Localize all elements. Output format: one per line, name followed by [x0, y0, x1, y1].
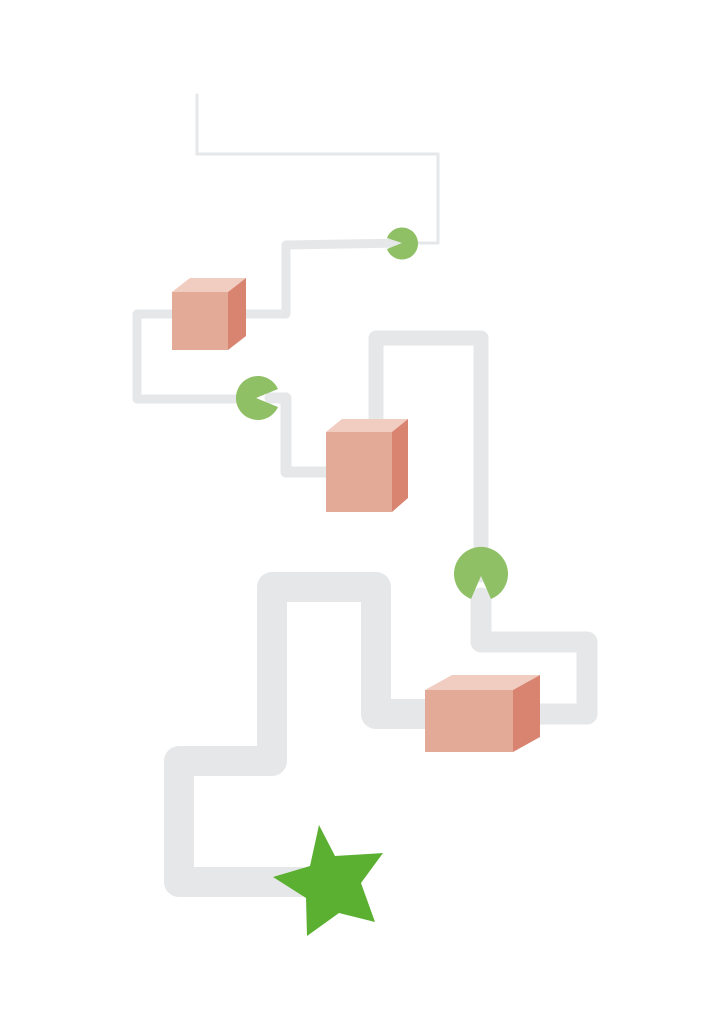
track-segment-5 — [368, 330, 489, 583]
block-1[interactable] — [172, 278, 246, 350]
block-2-top — [326, 419, 408, 432]
block-3[interactable] — [425, 675, 540, 752]
block-1-top — [172, 278, 246, 292]
chomper-2[interactable] — [235, 375, 278, 420]
block-2-side — [392, 419, 408, 512]
chomper-3[interactable] — [454, 546, 509, 599]
star-icon[interactable] — [273, 825, 383, 936]
block-1-front — [172, 292, 228, 350]
block-2-front — [326, 432, 392, 512]
track-segment-2 — [235, 238, 407, 319]
block-3-top — [425, 675, 540, 690]
track — [132, 93, 598, 897]
track-segment-7 — [164, 572, 443, 897]
block-1-side — [228, 278, 246, 350]
track-segment-6 — [470, 587, 598, 725]
chomper-1[interactable] — [387, 227, 419, 260]
track-segment-1 — [195, 93, 440, 245]
block-2[interactable] — [326, 419, 408, 512]
track-segment-3 — [132, 309, 258, 404]
track-segment-4 — [264, 392, 336, 478]
block-3-side — [513, 675, 540, 752]
block-3-front — [425, 690, 513, 752]
